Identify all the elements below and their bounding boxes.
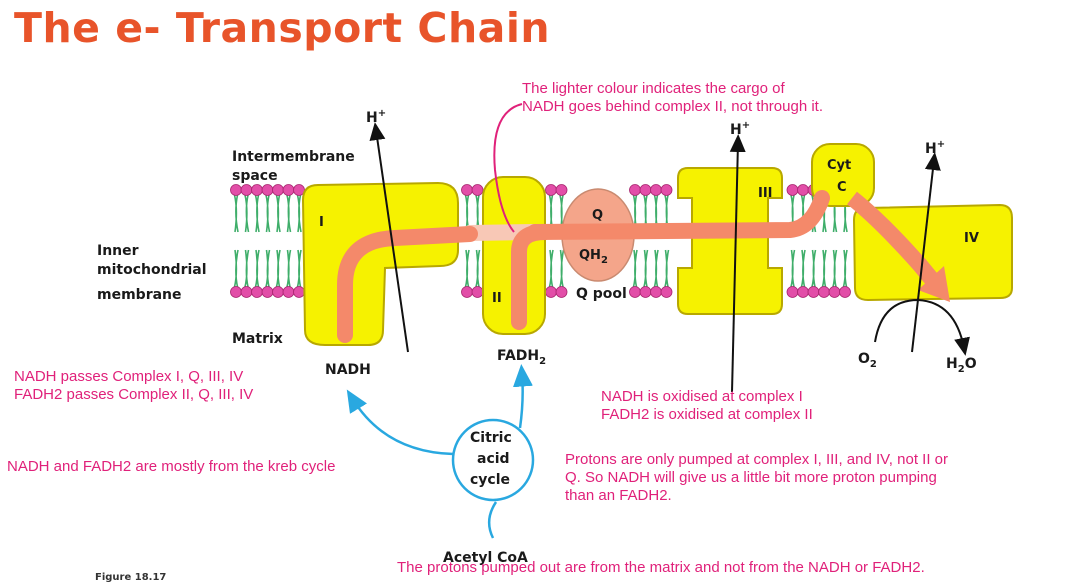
lipid-heads-bottom [230, 286, 851, 298]
lipid-head [629, 184, 641, 196]
intermembrane-space-label: Intermembrane [232, 149, 355, 165]
lipid-head [650, 286, 662, 298]
lipid-head [786, 286, 799, 298]
lipid-head [240, 286, 253, 298]
note-matrix-protons: The protons pumped out are from the matr… [397, 559, 925, 576]
lipid-head [282, 184, 295, 196]
note-passes: NADH passes Complex I, Q, III, IV FADH2 … [14, 368, 254, 403]
lipid-head [818, 286, 830, 298]
inner-membrane-label-3: membrane [97, 287, 182, 303]
intermembrane-space-label-2: space [232, 168, 278, 184]
note-kreb: NADH and FADH2 are mostly from the kreb … [7, 458, 336, 475]
citric-acid-cycle-circle [451, 418, 535, 502]
lipid-head [660, 184, 673, 196]
lipid-head [272, 184, 284, 196]
note-lighter-colour: The lighter colour indicates the cargo o… [522, 80, 823, 115]
lipid-head [230, 286, 242, 298]
citric-cycle-label-2: acid [477, 451, 510, 467]
fadh2-label: FADH2 [497, 348, 546, 367]
q-pool-label: Q pool [576, 286, 627, 302]
o2-to-h2o-arrow [874, 298, 970, 356]
acetyl-coa-label: Acetyl CoA [443, 550, 528, 566]
lipid-head [555, 286, 568, 298]
lipid-head [797, 184, 809, 196]
acetyl-coa-arrow [487, 501, 498, 539]
lipid-head [261, 184, 274, 196]
lipid-head [555, 184, 568, 196]
annotation-pointer [493, 103, 523, 233]
matrix-label: Matrix [232, 331, 283, 347]
proton-arrow-complex-iv [911, 152, 941, 353]
page-title: The e- Transport Chain [14, 4, 551, 52]
complex-ii-label: II [492, 291, 502, 306]
lipid-head [828, 286, 841, 298]
lipid-head [261, 286, 274, 298]
cycle-arrow-to-nadh [346, 389, 454, 456]
lipid-head [650, 184, 662, 196]
lipid-tails [233, 194, 848, 288]
lipid-head [293, 286, 305, 298]
fadh2-flow-path [511, 224, 553, 330]
lipid-head [660, 286, 673, 298]
proton-arrow-complex-iii [729, 134, 746, 393]
cycle-arrow-to-fadh2 [512, 364, 533, 429]
h-plus-label-complex-iii: H+ [730, 120, 750, 138]
lipid-head [282, 286, 295, 298]
inner-membrane-label-2: mitochondrial [97, 262, 207, 278]
nadh-label: NADH [325, 362, 371, 378]
lipid-head [230, 184, 242, 196]
h2o-label: H2O [946, 356, 977, 375]
lipid-head [471, 184, 484, 196]
cyt-c-shape [811, 143, 875, 207]
lipid-head [639, 286, 652, 298]
citric-cycle-label-3: cycle [470, 472, 510, 488]
complex-iii-shape [677, 167, 783, 315]
lipid-head [251, 286, 263, 298]
cyt-c-label-1: Cyt [827, 158, 851, 173]
complex-iv-label: IV [964, 231, 979, 246]
proton-arrow-complex-i [369, 122, 409, 353]
qh2-label: QH2 [579, 248, 608, 266]
lipid-head [786, 184, 799, 196]
figure-label: Figure 18.17 [95, 572, 167, 583]
cyt-c-label-2: C [837, 180, 847, 195]
lipid-head [461, 184, 473, 196]
h-plus-label-complex-iv: H+ [925, 139, 945, 157]
q-label: Q [592, 208, 603, 223]
flow-arrowhead [918, 266, 950, 302]
lipid-head [240, 184, 253, 196]
lipid-head [629, 286, 641, 298]
lipid-head [639, 184, 652, 196]
o2-label: O2 [858, 351, 877, 370]
complex-i-label: I [319, 215, 324, 230]
inner-membrane-label-1: Inner [97, 243, 139, 259]
citric-cycle-label-1: Citric [470, 430, 512, 446]
complex-iii-label: III [758, 186, 773, 201]
lipid-head [797, 286, 809, 298]
lipid-head [251, 184, 263, 196]
lipid-head [461, 286, 473, 298]
complex-i-shape [301, 181, 459, 346]
cyt-to-iv-flow [847, 191, 941, 288]
h-plus-label-complex-i: H+ [366, 108, 386, 126]
lipid-head [807, 286, 820, 298]
note-protons-pumped: Protons are only pumped at complex I, II… [565, 451, 948, 504]
lipid-head [545, 286, 557, 298]
lipid-head [272, 286, 284, 298]
lipid-head [471, 286, 484, 298]
note-oxidised: NADH is oxidised at complex I FADH2 is o… [601, 388, 813, 423]
lipid-head [545, 184, 557, 196]
lipid-head [839, 286, 851, 298]
